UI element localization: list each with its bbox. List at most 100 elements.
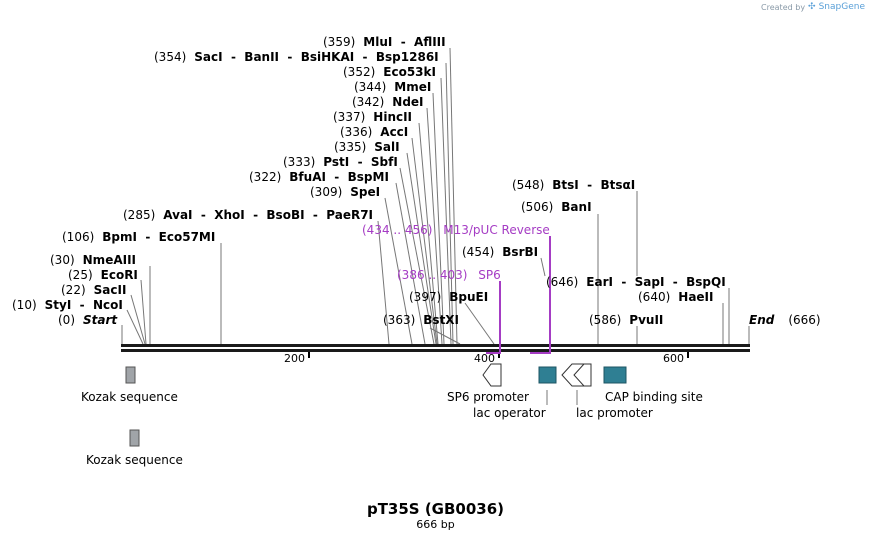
site-enzymes: SpeI [350, 185, 380, 199]
site-pos: (309) [310, 185, 342, 199]
site-pos: (335) [334, 140, 366, 154]
site-label: (342) NdeI [352, 95, 424, 109]
site-enzymes: HincII [373, 110, 412, 124]
site-enzymes: PvuII [629, 313, 663, 327]
site-enzymes: SacI - BanII - BsiHKAI - Bsp1286I [194, 50, 438, 64]
site-pos: (359) [323, 35, 355, 49]
snapgene-logo-icon: ✣ [808, 2, 816, 12]
site-enzymes: EarI - SapI - BspQI [586, 275, 725, 289]
site-enzymes: AvaI - XhoI - BsoBI - PaeR7I [163, 208, 373, 222]
site-label: (337)HincII [333, 110, 412, 124]
site-pos: (25) [68, 268, 93, 282]
primer-name: SP6 [478, 268, 501, 282]
leader-bsrbi [540, 257, 546, 277]
credit-prefix: Created by [761, 2, 806, 12]
tick-label: 200 [284, 352, 305, 365]
site-pos: (30) [50, 253, 75, 267]
site-enzymes: PstI - SbfI [323, 155, 398, 169]
right-site-labels: (363)BstXI (397)BpuEI (454)BsrBI (506)Ba… [383, 178, 821, 327]
site-enzymes: BpmI - Eco57MI [102, 230, 215, 244]
ruler: 200 400 600 [284, 352, 689, 365]
site-enzymes: HaeII [678, 290, 713, 304]
site-label: (0) Start [58, 313, 118, 327]
primer-m13-label: (434 .. 456) M13/pUC Reverse [362, 223, 550, 237]
site-enzymes: BpuEI [449, 290, 488, 304]
site-pos: (106) [62, 230, 94, 244]
feature-label: SP6 promoter [447, 390, 529, 404]
site-pos: (342) [352, 95, 384, 109]
leader-psti [399, 167, 435, 345]
lac-operator-feature [538, 366, 557, 384]
site-pos: (22) [61, 283, 86, 297]
leader-acci [411, 137, 438, 345]
leader-eco53ki [440, 77, 452, 345]
leader-mlui [449, 47, 458, 345]
leader-bfuai [395, 182, 426, 345]
tick-label: 600 [663, 352, 684, 365]
cap-site-feature [603, 366, 627, 384]
site-pos: (666) [788, 313, 820, 327]
site-enzymes: BfuAI - BspMI [289, 170, 389, 184]
leader-bpuei [464, 302, 495, 345]
primers [486, 236, 551, 354]
site-label: (359)MluI - AflIII [323, 35, 446, 49]
site-label: (640) HaeII [638, 290, 714, 304]
site-pos: (285) [123, 208, 155, 222]
site-pos: (352) [343, 65, 375, 79]
left-site-labels: (0) Start (10)StyI - NcoI (22)SacII (25) E… [12, 35, 446, 327]
backbone [121, 344, 750, 352]
sp6-promoter-arrow [482, 363, 502, 387]
lac-promoter-inner [573, 363, 585, 387]
backbone-top-strand [121, 344, 750, 347]
tick-label: 400 [474, 352, 495, 365]
site-pos: (363) [383, 313, 415, 327]
credit-brand: SnapGene [818, 2, 865, 12]
site-leader-lines [121, 47, 750, 345]
site-enzymes: Start [83, 313, 118, 327]
site-enzymes: SalI [374, 140, 399, 154]
site-pos: (640) [638, 290, 670, 304]
site-enzymes: Eco53kI [383, 65, 436, 79]
kozak-feature-1 [125, 366, 136, 384]
site-enzymes: EcoRI [101, 268, 138, 282]
primer-sp6-label: (386 .. 403) SP6 [397, 268, 501, 282]
site-label: (10)StyI - NcoI [12, 298, 123, 312]
leader-avai [377, 220, 390, 345]
site-pos: (344) [354, 80, 386, 94]
feature-label: lac promoter [576, 406, 653, 420]
site-enzymes: NmeAIII [83, 253, 136, 267]
site-pos: (354) [154, 50, 186, 64]
primer-sp6-arrow [486, 281, 501, 354]
site-label: End (666) [749, 313, 821, 327]
site-label: (397)BpuEI [409, 290, 488, 304]
leader-sacii [130, 294, 146, 345]
site-enzymes: End [749, 313, 775, 327]
lac-promoter-arrow [561, 363, 592, 387]
site-label: (22)SacII [61, 283, 126, 297]
site-enzymes: BstXI [423, 313, 459, 327]
site-label: (30) NmeAIII [50, 253, 136, 267]
site-enzymes: BsrBI [502, 245, 538, 259]
site-pos: (454) [462, 245, 494, 259]
site-label: (363) BstXI [383, 313, 459, 327]
site-pos: (0) [58, 313, 75, 327]
snapgene-credit: Created by ✣ SnapGene [761, 2, 865, 12]
site-label: (454) BsrBI [462, 245, 538, 259]
leader-saci [445, 62, 454, 345]
backbone-bottom-strand [121, 349, 750, 352]
feature-labels: Kozak sequence Kozak sequence SP6 promot… [81, 390, 703, 467]
site-label: (333)PstI - SbfI [283, 155, 398, 169]
site-label: (586)PvuII [589, 313, 663, 327]
leader-styi [126, 309, 144, 345]
site-label: (352) Eco53kI [343, 65, 436, 79]
site-pos: (322) [249, 170, 281, 184]
leader-ecori [140, 279, 147, 345]
site-enzymes: StyI - NcoI [45, 298, 123, 312]
kozak-feature-2 [129, 429, 140, 447]
primer-m13-arrow [530, 236, 551, 354]
leader-bstxi [429, 327, 461, 345]
site-enzymes: NdeI [392, 95, 423, 109]
feature-label: CAP binding site [605, 390, 703, 404]
feature-label: Kozak sequence [86, 453, 183, 467]
site-label: (322) BfuAI - BspMI [249, 170, 389, 184]
